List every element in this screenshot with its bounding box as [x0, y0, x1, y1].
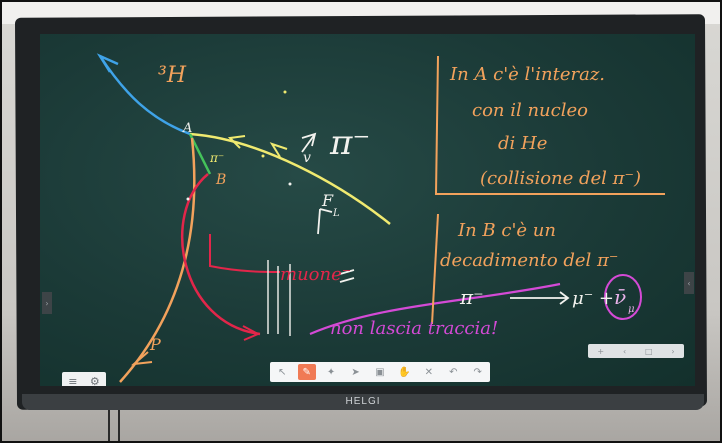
tv-bottom-bar: HELGI: [22, 394, 704, 410]
page-controls: + ‹ □ ›: [588, 344, 684, 358]
velocity-label: v: [303, 150, 311, 166]
right-side-tab[interactable]: ‹: [684, 272, 694, 294]
box-a-line: (collisione del π⁻): [480, 168, 641, 189]
box-a-line: In A c'è l'interaz.: [449, 64, 605, 85]
left-side-tab[interactable]: ›: [42, 292, 52, 314]
equals-sign: [339, 269, 355, 283]
pen-tool-icon[interactable]: ✎: [297, 364, 316, 380]
brand-logo: HELGI: [345, 396, 381, 407]
power-cable: [118, 407, 120, 441]
muon-arrow-icon: [242, 325, 261, 341]
point-a-label: A: [182, 121, 192, 136]
muon-track: [181, 173, 261, 336]
ink-dot: [186, 197, 190, 201]
field-lines: [267, 260, 291, 336]
pointer-tool-icon[interactable]: ➤: [351, 366, 360, 378]
velocity-vector: [301, 132, 317, 153]
box-b-line: decadimento del π⁻: [440, 250, 618, 271]
force-label: F: [321, 191, 334, 210]
note-label: non lascia traccia!: [330, 318, 498, 339]
decay-rhs: μ⁻ +: [572, 288, 614, 309]
decay-arrow-icon: [510, 291, 570, 305]
force-sub-label: L: [332, 208, 340, 219]
add-page-icon[interactable]: +: [597, 346, 605, 356]
clear-tool-icon[interactable]: ✕: [424, 366, 434, 378]
pion-arrow-icon-2: [227, 135, 246, 149]
force-bracket: [209, 234, 281, 273]
undo-icon[interactable]: ↶: [449, 366, 458, 378]
proton-label: P: [149, 335, 161, 354]
note-underline: [309, 282, 561, 336]
box-a-line: di He: [498, 133, 547, 154]
point-b-label: B: [215, 172, 226, 188]
hand-tool-icon[interactable]: ✋: [398, 366, 411, 378]
muon-label: muone⁻: [280, 264, 351, 285]
ink-dot: [288, 182, 292, 186]
box-b-line: In B c'è un: [457, 220, 556, 241]
neutrino-label: ν̄: [614, 285, 626, 309]
box-a-border: [434, 55, 665, 195]
redo-icon[interactable]: ↷: [473, 366, 482, 378]
proton-arrow-icon: [130, 351, 153, 366]
helium-label: ³H: [158, 63, 187, 88]
power-cable: [108, 407, 110, 441]
box-a-line: con il nucleo: [472, 100, 588, 121]
box-b-border: [431, 213, 439, 325]
prev-page-icon[interactable]: ‹: [622, 346, 627, 356]
page-icon[interactable]: □: [644, 346, 653, 356]
menu-icon[interactable]: ≡: [68, 374, 78, 387]
ink-dot: [283, 90, 287, 94]
helium-arrow-icon: [96, 53, 119, 73]
select-tool-icon[interactable]: ↖: [278, 366, 287, 378]
whiteboard-screen[interactable]: ³H A B π⁻ π⁻ v F L muone⁻ P non lascia t…: [40, 34, 695, 386]
neutrino-sub-label: μ: [628, 304, 635, 315]
settings-icon[interactable]: ⚙: [89, 374, 100, 387]
pion-small-label: π⁻: [209, 151, 224, 165]
next-page-icon[interactable]: ›: [671, 346, 675, 356]
pion-arrow-icon: [269, 142, 288, 158]
shape-tool-icon[interactable]: ✦: [326, 366, 336, 378]
ink-dot: [261, 154, 265, 158]
ink-layer[interactable]: ³H A B π⁻ π⁻ v F L muone⁻ P non lascia t…: [40, 34, 695, 386]
force-vector: [317, 208, 333, 235]
decay-lhs: π⁻: [459, 285, 484, 309]
pion-track: [189, 132, 391, 225]
menu-bar[interactable]: ≡ ⚙: [62, 372, 106, 386]
eraser-tool-icon[interactable]: ▣: [375, 366, 385, 378]
pion-large-label: π⁻: [329, 123, 370, 163]
drawing-toolbar: ↖ ✎ ✦ ➤ ▣ ✋ ✕ ↶ ↷: [270, 362, 490, 382]
neutrino-circle: [604, 274, 642, 320]
